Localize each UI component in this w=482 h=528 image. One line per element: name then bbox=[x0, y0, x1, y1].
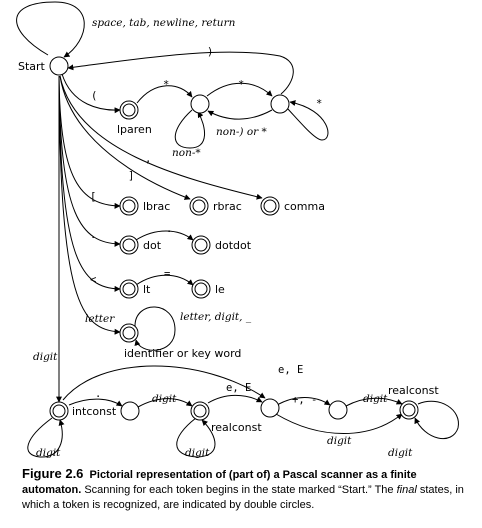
edge-eq bbox=[135, 274, 194, 286]
label-eq: = bbox=[164, 268, 170, 280]
edges bbox=[16, 1, 459, 458]
label-comma-char: , bbox=[145, 153, 151, 165]
state-labels: Start lparen lbrac rbrac comma dot dotdo… bbox=[18, 60, 439, 434]
label-star-self: * bbox=[316, 98, 322, 110]
label-dot: dot bbox=[143, 239, 162, 252]
label-intconst: intconst bbox=[72, 405, 117, 418]
edge-labels: space, tab, newline, return ) ( * * * no… bbox=[33, 17, 413, 459]
label-lt-char: < bbox=[90, 274, 96, 286]
label-real1-e: e, E bbox=[226, 382, 251, 394]
edge-exp-digit1 bbox=[345, 397, 403, 407]
edge-star-self bbox=[286, 100, 329, 141]
label-realconst1: realconst bbox=[211, 421, 262, 434]
label-dot2: . bbox=[166, 223, 172, 235]
label-digit-start: digit bbox=[33, 351, 58, 363]
label-int-self: digit bbox=[36, 447, 61, 459]
edge-comma bbox=[59, 75, 263, 200]
state-exponent-sign bbox=[328, 400, 348, 420]
edge-sign bbox=[276, 397, 331, 406]
state-comma-inner bbox=[263, 199, 277, 213]
label-ident-self: letter, digit, _ bbox=[180, 311, 252, 323]
figure-caption: Figure 2.6 Pictorial representation of (… bbox=[22, 466, 470, 513]
label-start: Start bbox=[18, 60, 46, 73]
edge-rparen bbox=[67, 51, 294, 95]
state-exponent bbox=[260, 398, 280, 418]
label-sign: +, - bbox=[292, 394, 317, 406]
states bbox=[49, 56, 419, 421]
state-lparen-inner bbox=[122, 103, 136, 117]
label-non-star: non-* bbox=[172, 147, 201, 159]
edge-non-rparen-or-star bbox=[207, 109, 273, 120]
finite-automaton-diagram: Start lparen lbrac rbrac comma dot dotdo… bbox=[16, 1, 459, 459]
caption-final-emphasis: final bbox=[396, 484, 417, 496]
label-exp-digit1: digit bbox=[363, 393, 388, 405]
caption-text-b: states, in which a token is recognized, … bbox=[22, 484, 464, 511]
state-decimal-point bbox=[120, 401, 140, 421]
label-letter: letter bbox=[85, 313, 115, 325]
edge-int-e bbox=[62, 365, 266, 401]
edge-star2 bbox=[206, 82, 273, 97]
edge-rbrac bbox=[59, 75, 191, 200]
figure-number: Figure 2.6 bbox=[22, 466, 84, 481]
label-star1: * bbox=[163, 79, 169, 91]
label-identifier: identifier or key word bbox=[124, 347, 241, 360]
label-realconst2: realconst bbox=[388, 384, 439, 397]
edge-lbrac bbox=[58, 75, 121, 209]
label-lbrac-char: [ bbox=[90, 191, 96, 203]
label-star2: * bbox=[238, 79, 244, 91]
label-int-e: e, E bbox=[278, 364, 303, 376]
state-lt-inner bbox=[122, 282, 136, 296]
state-dot-inner bbox=[122, 238, 136, 252]
state-identifier-inner bbox=[122, 326, 136, 340]
edge-real1-self bbox=[176, 417, 216, 458]
state-le-inner bbox=[194, 282, 208, 296]
edge-int-dot bbox=[68, 398, 123, 407]
label-frac-digit: digit bbox=[152, 393, 177, 405]
label-rparen: ) bbox=[207, 46, 213, 58]
state-comment-body bbox=[190, 94, 210, 114]
label-real1-self: digit bbox=[185, 447, 210, 459]
edge-dot1 bbox=[58, 75, 121, 247]
label-lbrac: lbrac bbox=[143, 200, 170, 213]
edge-ident-self bbox=[134, 306, 176, 351]
state-rbrac-inner bbox=[192, 199, 206, 213]
edge-frac-digit bbox=[137, 398, 193, 408]
label-le: le bbox=[215, 283, 225, 296]
label-dotdot: dotdot bbox=[215, 239, 252, 252]
label-exp-digit2: digit bbox=[327, 435, 352, 447]
state-realconst1-inner bbox=[193, 404, 207, 418]
edge-lparen bbox=[61, 73, 121, 114]
label-real2-self: digit bbox=[388, 447, 413, 459]
label-int-dot: . bbox=[95, 388, 101, 400]
label-comma: comma bbox=[284, 200, 325, 213]
edge-start-self bbox=[16, 1, 85, 58]
edge-exp-digit2 bbox=[275, 413, 403, 434]
edge-real2-self bbox=[414, 400, 459, 439]
edge-int-self bbox=[27, 417, 65, 458]
label-rbrac-char: ] bbox=[128, 170, 134, 182]
label-lparen-char: ( bbox=[91, 90, 97, 102]
edge-dot2 bbox=[135, 230, 194, 241]
caption-text-a: Scanning for each token begins in the st… bbox=[84, 484, 394, 496]
figure-title: Pictorial representation of (part of) a … bbox=[22, 469, 417, 496]
edge-star1 bbox=[136, 85, 193, 104]
label-start-self: space, tab, newline, return bbox=[92, 17, 236, 29]
state-realconst2-inner bbox=[402, 403, 416, 417]
edge-non-star-self bbox=[174, 109, 205, 149]
state-comment-star bbox=[270, 94, 290, 114]
state-lbrac-inner bbox=[122, 199, 136, 213]
edge-real1-e bbox=[207, 394, 263, 404]
edge-letter bbox=[58, 75, 121, 335]
state-intconst-inner bbox=[52, 404, 66, 418]
label-dot1: . bbox=[90, 229, 96, 241]
label-lparen: lparen bbox=[117, 123, 152, 136]
label-rbrac: rbrac bbox=[213, 200, 242, 213]
label-non-rparen-or-star: non-) or * bbox=[216, 126, 268, 138]
label-lt: lt bbox=[143, 283, 151, 296]
state-dotdot-inner bbox=[194, 238, 208, 252]
state-start bbox=[49, 56, 69, 76]
